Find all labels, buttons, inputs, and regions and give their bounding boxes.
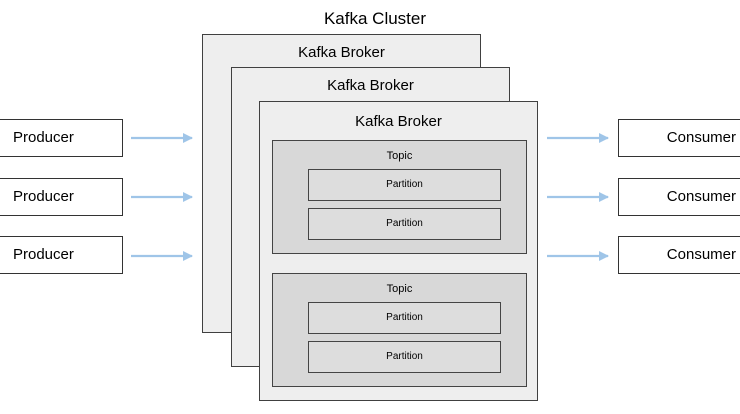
topic-box: Topic Partition Partition [272,140,527,254]
consumer-box: Consumer [618,236,740,274]
topic-label: Topic [386,150,413,162]
partition-box: Partition [308,169,501,201]
partition-box: Partition [308,341,501,373]
broker-title: Kafka Broker [327,77,414,94]
broker-title: Kafka Broker [355,113,442,130]
producer-box: Producer [0,119,123,157]
partition-box: Partition [308,302,501,334]
topic-label: Topic [386,283,413,295]
producer-box: Producer [0,236,123,274]
broker-title: Kafka Broker [298,44,385,61]
partition-box: Partition [308,208,501,240]
cluster-title-text: Kafka Cluster [323,9,427,28]
consumer-box: Consumer [618,178,740,216]
cluster-title: Kafka Cluster [0,8,740,30]
consumer-box: Consumer [618,119,740,157]
broker-front: Kafka Broker Topic Partition Partition T… [259,101,538,401]
producer-box: Producer [0,178,123,216]
topic-box: Topic Partition Partition [272,273,527,387]
